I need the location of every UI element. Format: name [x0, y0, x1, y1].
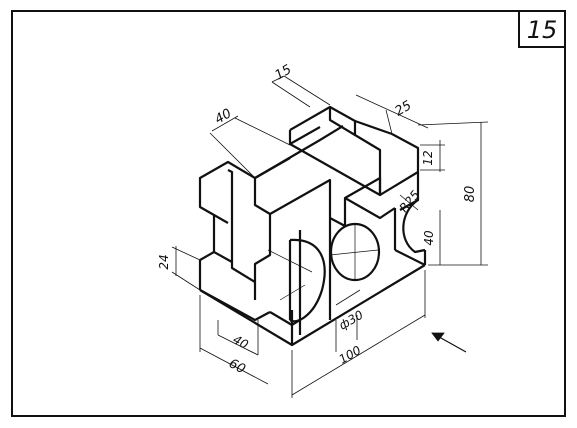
sheet-frame	[11, 10, 566, 417]
construction-lines	[267, 224, 379, 301]
dim-12: 12	[421, 150, 435, 165]
dim-100: 100	[337, 343, 364, 367]
dim-15: 15	[273, 62, 295, 83]
dim-24: 24	[157, 254, 171, 269]
isometric-part	[198, 105, 427, 347]
dim-80: 80	[463, 186, 478, 203]
sheet-number: 15	[527, 16, 558, 44]
dim-40-top: 40	[213, 106, 235, 127]
dim-40-right: 40	[422, 230, 436, 246]
sheet-number-box: 15	[518, 10, 566, 48]
dim-60: 60	[226, 356, 248, 377]
dim-25: 25	[393, 98, 415, 119]
dim-40-bottom: 40	[231, 332, 251, 352]
dim-30: ф30	[337, 308, 366, 333]
